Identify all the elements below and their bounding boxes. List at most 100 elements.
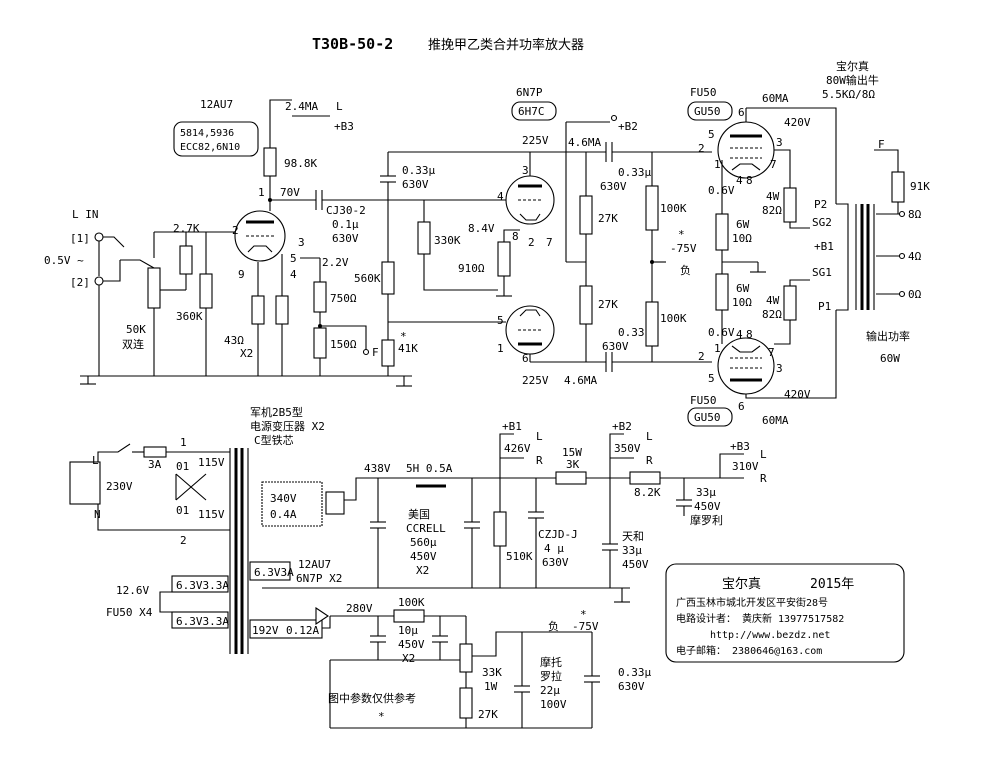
- primary-115-b: 115V: [198, 508, 225, 521]
- volume-pot-symbol: [147, 267, 161, 309]
- dropping-resistor-watt: 15W: [562, 446, 582, 459]
- bias-cap-count: X2: [402, 652, 415, 665]
- pi-pin-8: 8: [512, 230, 519, 243]
- cathode-resistor-count: X2: [240, 347, 253, 360]
- filament-1-rating: 6.3V3A: [254, 566, 294, 579]
- feedback-resistor: [891, 171, 905, 203]
- dropping-resistor-8k2-value: 8.2K: [634, 486, 661, 499]
- bias-resistor-27k-value: 27K: [478, 708, 498, 721]
- bias-cap-value: 10μ: [398, 624, 418, 637]
- b3-l: L: [760, 448, 767, 461]
- filament-2-rating: 6.3V3.3A: [176, 579, 229, 592]
- power-bottom-pin-2: 2: [698, 350, 705, 363]
- power-top-pin-4: 4: [736, 174, 743, 187]
- bias-resistor-100k-value: 100K: [398, 596, 425, 609]
- bias-pot-33k: [459, 643, 473, 673]
- b3-r: R: [760, 472, 767, 485]
- grid-stopper-value: 2.7K: [173, 222, 200, 235]
- screen-resistor-top: [783, 187, 797, 223]
- grid-leak-resistor: [199, 273, 213, 309]
- power-tube-top-alt: GU50: [694, 105, 721, 118]
- power-couple-cap-bottom-value: 0.33μ: [618, 326, 651, 339]
- title: T30B-50-2: [312, 35, 393, 53]
- otx-tap-8: 8Ω: [908, 208, 922, 221]
- bias-film-cap-voltage: 630V: [618, 680, 645, 693]
- power-bottom-pin-5: 5: [708, 372, 715, 385]
- b3-cap-value: 33μ: [696, 486, 716, 499]
- cathode-resistor-b: [275, 295, 289, 325]
- pi-pin-3: 3: [522, 164, 529, 177]
- otx-tap-4: 4Ω: [908, 250, 922, 263]
- fuse-symbol: [143, 446, 167, 458]
- subtitle: 推挽甲乙类合并功率放大器: [428, 37, 584, 53]
- hv-rectifier-symbol: [325, 491, 345, 515]
- b3-label: +B3: [730, 440, 750, 453]
- power-tube-top-name: FU50: [690, 86, 717, 99]
- power-tube-bottom-alt: GU50: [694, 411, 721, 424]
- power-top-cathode-resistor-value: 10Ω: [732, 232, 752, 245]
- divider-resistor-41k: [381, 339, 395, 367]
- otx-brand: 宝尔真: [836, 59, 869, 73]
- power-bottom-pin-8: 8: [746, 328, 753, 341]
- power-bottom-pin-1: 1: [714, 342, 721, 355]
- mains-socket-symbol: [69, 461, 101, 505]
- b1-label: +B1: [502, 420, 522, 433]
- divider-star: *: [400, 330, 407, 343]
- dropping-resistor-3k: [555, 471, 587, 485]
- credit-box: 宝尔真 2015年 广西玉林市城北开发区平安街28号 电路设计者： 黄庆新 13…: [665, 563, 905, 663]
- moto-cap-value: 22μ: [540, 684, 560, 697]
- feedback-tag: F: [372, 346, 379, 359]
- power-top-pin-1: 1: [714, 158, 721, 171]
- tianhe-cap-value: 33μ: [622, 544, 642, 557]
- grid-stopper-resistor: [179, 245, 193, 275]
- power-tube-bottom-symbol: [717, 337, 775, 395]
- grid-leak-value: 360K: [176, 310, 203, 323]
- input-jack-2: [2]: [70, 276, 90, 289]
- pi-pin-1: 1: [497, 342, 504, 355]
- moto-cap-brand-2: 罗拉: [540, 669, 562, 683]
- credit-year: 2015年: [810, 577, 854, 592]
- pi-plate-voltage-top: 225V: [522, 134, 549, 147]
- preamp-cathode-voltage: 2.2V: [322, 256, 349, 269]
- preamp-plate-load-value: 98.8K: [284, 157, 317, 170]
- pi-cathode-resistor-value: 910Ω: [458, 262, 485, 275]
- power-tube-bottom-alt-box: [687, 407, 733, 427]
- fuse-value: 3A: [148, 458, 162, 471]
- pi-current-bottom: 4.6MA: [564, 374, 597, 387]
- power-top-cathode-resistor-watt: 6W: [736, 218, 750, 231]
- input-stage: L IN [1] 0.5V ~ [2] 50K 双连 2.7K 360K: [44, 98, 418, 387]
- filament-winding-3: [171, 611, 229, 629]
- power-bottom-cathode-resistor: [715, 273, 729, 311]
- power-bottom-current: 60MA: [762, 414, 789, 427]
- filter-cap-brand: 美国: [408, 508, 430, 521]
- psu-transformer-core: C型铁芯: [254, 433, 294, 447]
- power-stage: FU50 GU50 60MA 420V 6 5 2 1 4 8 3 7 0.6V…: [687, 86, 837, 427]
- power-top-pin-7: 7: [770, 158, 777, 171]
- feedback-resistor-value: 91K: [910, 180, 930, 193]
- tap-01-a: 01: [176, 460, 189, 473]
- cathode-resistor-a: [251, 295, 265, 325]
- filament-winding-1: [249, 561, 291, 581]
- bias-neg-label: 负: [548, 619, 559, 633]
- pi-pin-7: 7: [546, 236, 553, 249]
- input-level: 0.5V ~: [44, 254, 84, 267]
- bias-resistor-27k: [459, 687, 473, 719]
- bias-neg-star: *: [580, 608, 587, 621]
- b2-r: R: [646, 454, 653, 467]
- power-top-pin-6: 6: [738, 106, 745, 119]
- filament-1-use-2: 6N7P X2: [296, 572, 342, 585]
- credit-email: 电子邮箱： 2380646@163.com: [676, 644, 822, 657]
- preamp-tube-alternatives-box: [173, 121, 259, 157]
- power-bottom-cathode-resistor-watt: 6W: [736, 282, 750, 295]
- tianhe-cap-voltage: 450V: [622, 558, 649, 571]
- cathode-resistor-750: [313, 281, 327, 313]
- otx-tap-0: 0Ω: [908, 288, 922, 301]
- otx-spec: 80W输出牛: [826, 73, 879, 87]
- bleeder-resistor: [493, 511, 507, 547]
- input-label: L IN: [72, 208, 99, 221]
- pi-tube-alt-box: [511, 101, 557, 121]
- power-bottom-pin-7: 7: [768, 346, 775, 359]
- bias-pot-watt: 1W: [484, 680, 498, 693]
